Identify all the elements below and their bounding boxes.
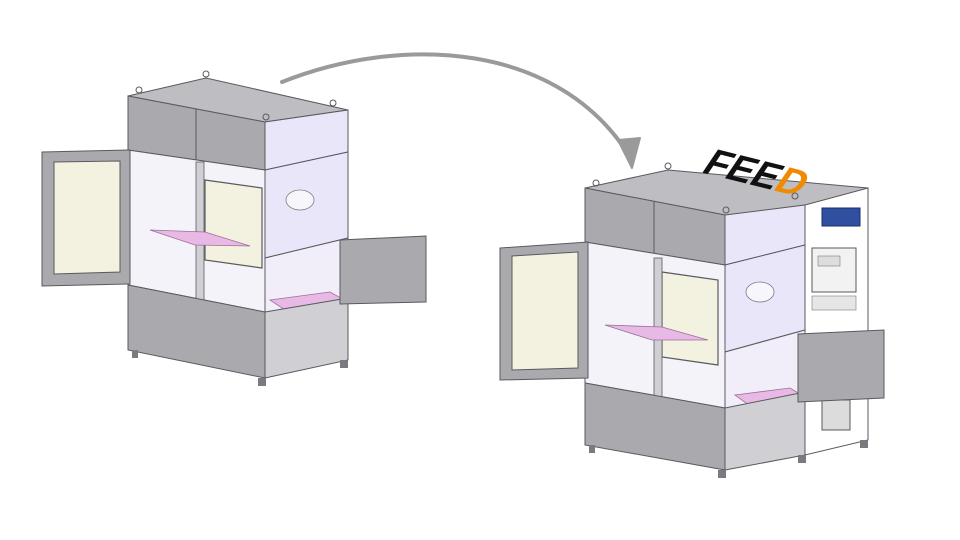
control-buttons bbox=[811, 295, 857, 311]
left-door-window bbox=[511, 251, 579, 371]
transition-arrow bbox=[280, 52, 634, 162]
vent-grille bbox=[821, 399, 851, 431]
right-door bbox=[339, 235, 427, 305]
right-door bbox=[797, 329, 885, 403]
base-side bbox=[264, 297, 349, 379]
inner-window bbox=[204, 179, 263, 269]
blue-valve-unit bbox=[821, 207, 861, 227]
machine-base-unit bbox=[41, 70, 427, 386]
internal-tray bbox=[149, 229, 251, 247]
control-display bbox=[811, 247, 857, 293]
left-door-window bbox=[53, 160, 121, 275]
inner-window bbox=[661, 271, 719, 366]
transition-arrowhead bbox=[617, 137, 641, 169]
machine-extended-unit: FEED bbox=[499, 142, 885, 478]
internal-tray bbox=[604, 324, 709, 341]
